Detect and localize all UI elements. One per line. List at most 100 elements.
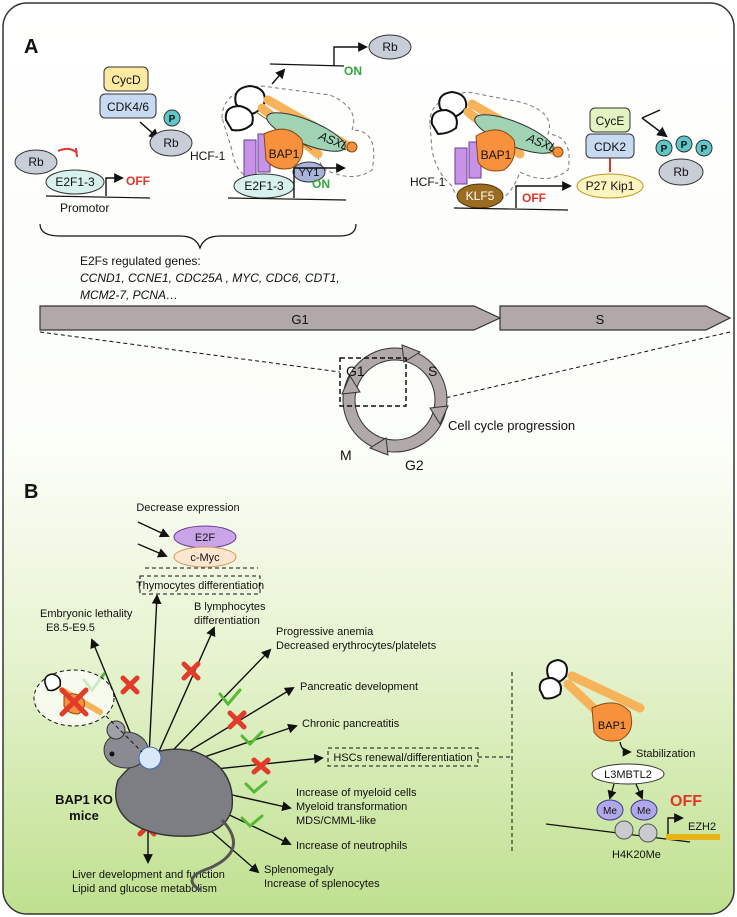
- mouse-tail: [190, 818, 235, 892]
- hcf1-violet-3: [454, 147, 468, 185]
- phosphate-dot-2: [675, 135, 693, 153]
- l3mbtl2-label: L3MBTL2: [604, 769, 652, 781]
- g1-phase-label: G1: [291, 312, 308, 327]
- promoter-line-center: [227, 197, 347, 201]
- cmyc-label: c-Myc: [190, 552, 220, 564]
- hcf1-kelch-2: [224, 104, 254, 132]
- cycle-arrowhead-2: [429, 405, 449, 426]
- cycle-arrowhead-4: [341, 374, 361, 395]
- bap1-shape-right: [475, 129, 516, 172]
- inset-kelch: [44, 673, 62, 692]
- check-pancreatitis: [240, 730, 264, 747]
- rb-label-right: Rb: [673, 165, 689, 179]
- thymocytes-label: Thymocytes differentiation: [136, 580, 264, 592]
- rb-inhibition-bar: [75, 147, 78, 158]
- rb-phospho-label: Rb: [163, 136, 179, 150]
- mouse-ear: [106, 720, 126, 740]
- me-label-1: Me: [603, 806, 617, 817]
- myeloid-label-1: Increase of myeloid cells: [296, 787, 417, 799]
- s-phase-label: S: [596, 312, 605, 327]
- h4k20me-label: H4K20Me: [612, 849, 661, 861]
- cycle-progression-label: Cell cycle progression: [448, 418, 575, 433]
- s-phase-arrow: [499, 305, 732, 331]
- check-myeloid: [244, 780, 268, 795]
- on-promoter-arrow-center: [293, 163, 346, 198]
- asxls-tail-right: [552, 146, 564, 158]
- cdk46-box: [99, 93, 157, 119]
- mouse-illustration: [103, 720, 235, 892]
- genes-brace: [39, 223, 357, 250]
- pancreatitis-label: Chronic pancreatitis: [302, 718, 400, 730]
- e2f-genes-line1: CCND1, CCNE1, CDC25A , MYC, CDC6, CDT1,: [80, 271, 340, 285]
- cdk2-label: CDK2: [594, 140, 626, 154]
- check-neutrophils: [240, 814, 264, 829]
- embryonic-label-2: E8.5-E9.5: [46, 622, 95, 634]
- right-bar-2: [567, 671, 645, 713]
- e2f-label-b: E2F: [195, 532, 215, 544]
- hcf1-kelch-4: [430, 108, 458, 136]
- cross-hscs: [251, 757, 271, 775]
- inset-connector: [105, 715, 143, 753]
- rb-label: Rb: [28, 155, 44, 169]
- cycle-arrowhead-3: [368, 437, 389, 456]
- phosphate-label-3: P: [701, 144, 708, 155]
- cross-b-lympho: [181, 661, 201, 681]
- thymocytes-box: [139, 575, 261, 595]
- cycle-ring: [343, 348, 447, 452]
- p27-label: P27 Kip1: [586, 179, 635, 193]
- cmyc-decrease-arrow: [137, 543, 168, 558]
- liver-label-1: Liver development and function: [72, 869, 225, 881]
- mouse-organ-cell: [138, 746, 162, 770]
- hcf1-label-center: HCF-1: [190, 149, 226, 163]
- cyce-label: CycE: [596, 114, 625, 128]
- cycd-box: [103, 66, 149, 92]
- off-promoter-arrow-right: [515, 181, 572, 208]
- promotor-label: Promotor: [60, 201, 109, 215]
- e2f13-label: E2F1-3: [55, 175, 95, 189]
- decrease-expression-label: Decrease expression: [136, 502, 239, 514]
- rb-label-top: Rb: [382, 40, 398, 54]
- ezh2-label: EZH2: [688, 821, 716, 833]
- right-bap1-label: BAP1: [598, 720, 626, 732]
- mouse-label-2: mice: [69, 808, 99, 823]
- rb-phospho-oval: [149, 129, 193, 157]
- hcf1-label-right: HCF-1: [410, 175, 446, 189]
- klf5-label: KLF5: [466, 189, 495, 203]
- complex-up-arrow: [271, 68, 286, 85]
- phosphate-label-1: P: [661, 144, 668, 155]
- yy1-oval: [292, 161, 326, 183]
- panel-a-label: A: [24, 36, 38, 58]
- rb-gene-line: [269, 63, 345, 67]
- asxls-tail: [346, 141, 358, 153]
- right-kelch-2: [538, 676, 562, 700]
- e2f13-oval: [45, 169, 105, 195]
- cycle-m-label: M: [340, 447, 352, 463]
- b-lympho-label-1: B lymphocytes: [194, 601, 266, 613]
- phosphate-label: P: [169, 114, 176, 125]
- anemia-label-2: Decreased erythrocytes/platelets: [276, 640, 437, 652]
- me-arrow-2: [634, 783, 644, 800]
- bap1-label: BAP1: [269, 147, 300, 161]
- bap1-shape: [263, 128, 304, 170]
- g1-phase-arrow: [39, 305, 502, 331]
- on-label-top: ON: [344, 64, 362, 78]
- cross-pancreatic: [227, 710, 247, 730]
- stabilization-label: Stabilization: [636, 748, 695, 760]
- phosphate-dot-1: [655, 139, 673, 157]
- rb-oval-right: [658, 158, 704, 186]
- off-label-left: OFF: [126, 174, 150, 188]
- g1-highlight-box: [339, 357, 407, 407]
- anemia-label-1: Progressive anemia: [276, 626, 374, 638]
- phosphate-label-2: P: [681, 140, 688, 151]
- on-promoter-arrow-top: [333, 42, 368, 66]
- off-label-right: OFF: [522, 191, 546, 205]
- e2f-decrease-arrow: [137, 521, 170, 538]
- cdk2-box: [585, 133, 635, 159]
- stabilization-arrow: [619, 741, 632, 757]
- ezh2-promoter-arrow: [667, 813, 684, 834]
- neutrophils-label: Increase of neutrophils: [296, 840, 408, 852]
- ezh2-off-label: OFF: [670, 793, 702, 810]
- mouse-eye: [109, 751, 115, 757]
